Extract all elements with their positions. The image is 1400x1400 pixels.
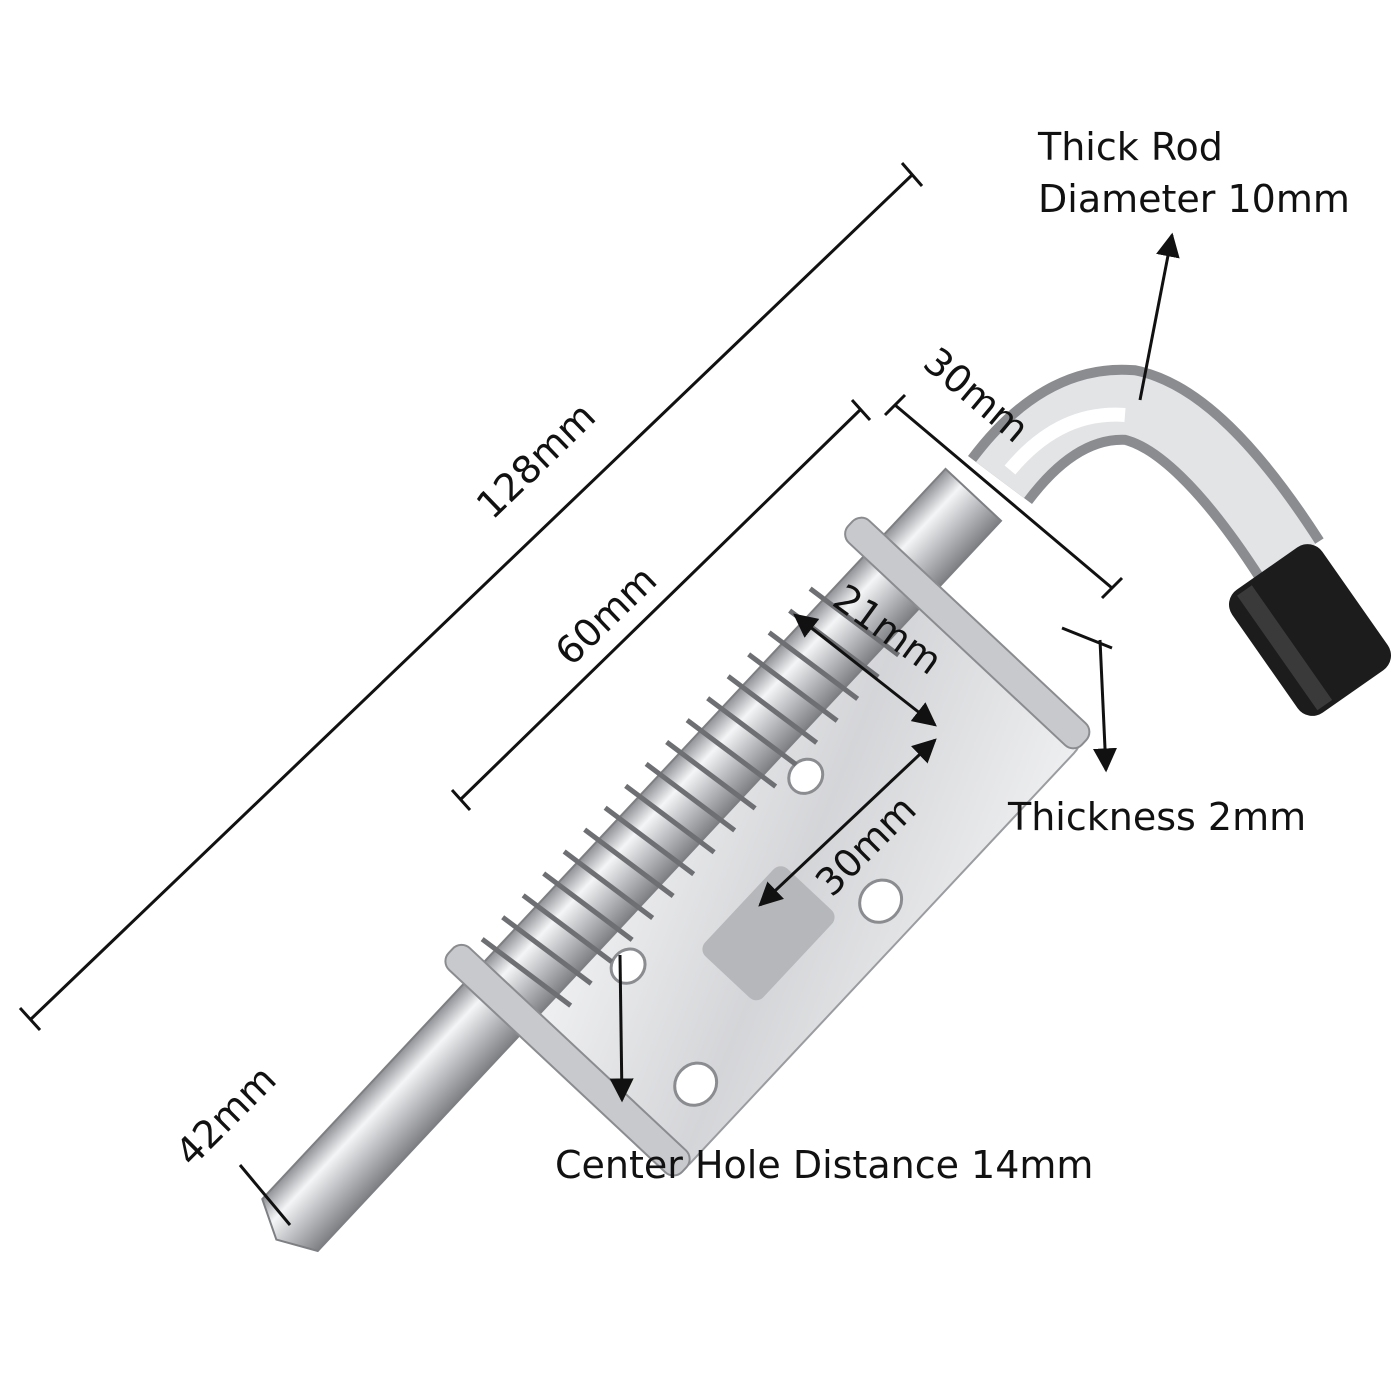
bent-handle: [968, 364, 1324, 582]
dim-line-42: [238, 1164, 292, 1226]
flange-back: [844, 516, 1091, 750]
dim-line-128: [28, 173, 914, 1022]
rubber-cap: [1228, 544, 1392, 716]
dim-label-30-top: 30mm: [915, 339, 1037, 451]
center-hole-arrow: [609, 954, 634, 1103]
thick-rod-label: Thick Rod: [1037, 125, 1223, 169]
dim-arrow-21: [793, 613, 937, 727]
rod-diameter-label: Diameter 10mm: [1038, 177, 1350, 221]
center-hole-label: Center Hole Distance 14mm: [555, 1143, 1093, 1187]
thickness-label: Thickness 2mm: [1007, 795, 1306, 839]
thick-rod-arrow: [1138, 232, 1180, 401]
dim-arrow-30-holes: [758, 738, 937, 907]
dim-label-128: 128mm: [468, 394, 604, 527]
flange-front: [444, 943, 691, 1177]
dim-label-42: 42mm: [167, 1057, 285, 1175]
mount-hole: [673, 1061, 719, 1107]
dimension-lines: [18, 162, 1180, 1226]
dim-line-30-top: [894, 403, 1113, 590]
spring-latch: [261, 467, 1091, 1253]
thickness-arrow: [1093, 639, 1117, 773]
dim-line-60: [458, 408, 862, 802]
